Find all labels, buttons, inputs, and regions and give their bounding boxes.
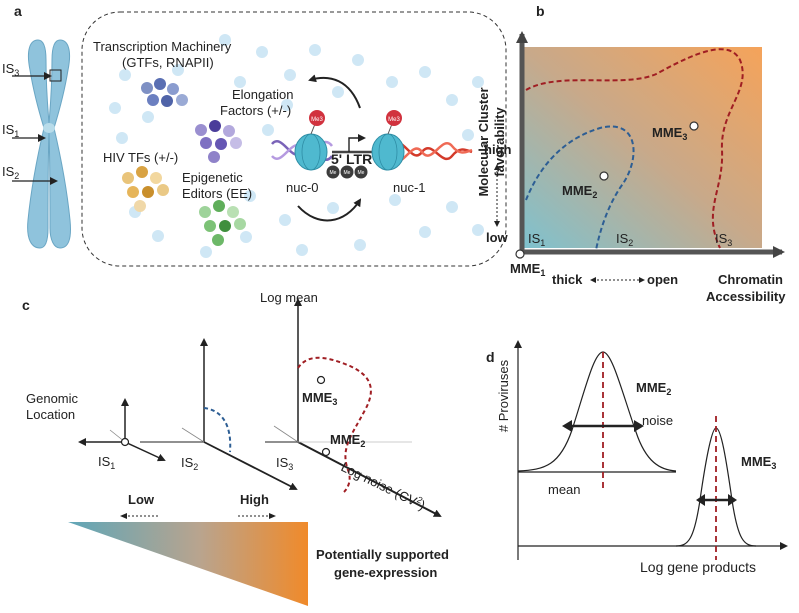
b-thick-label: thick bbox=[552, 272, 583, 287]
c-blue-boundary bbox=[203, 407, 232, 453]
c-mme3-label: MME3 bbox=[302, 390, 337, 407]
mme2-point bbox=[599, 171, 609, 181]
nuc1-label: nuc-1 bbox=[393, 180, 426, 195]
elongation-factors-cluster bbox=[195, 120, 242, 163]
nuc0-nucleosome bbox=[294, 133, 328, 171]
recruit-arrow-top bbox=[308, 74, 361, 109]
tss-arrow bbox=[348, 134, 366, 152]
epigenetic-editors-label-1: Epigenetic bbox=[182, 170, 243, 185]
panel-b: b MME2 MME3 MME1 IS1 IS2 IS3 Molecular C… bbox=[476, 3, 786, 304]
d-mean-label: mean bbox=[548, 482, 581, 497]
b-x-label-1: Chromatin bbox=[718, 272, 783, 287]
transcription-machinery-cluster bbox=[141, 78, 188, 107]
mme3-point bbox=[689, 121, 699, 131]
me-marks: Me Me Me bbox=[326, 165, 368, 179]
transcription-machinery-label: Transcription Machinery bbox=[93, 39, 232, 54]
mme1-point bbox=[515, 249, 525, 259]
d-x-label: Log gene products bbox=[640, 559, 756, 575]
c-red-boundary bbox=[297, 356, 372, 493]
panel-c: c Genomic Location IS1 IS2 MME3 MME2 IS3… bbox=[22, 290, 449, 606]
panel-c-letter: c bbox=[22, 297, 30, 313]
c-mme2-point bbox=[321, 447, 331, 457]
elongation-factors-label-1: Elongation bbox=[232, 87, 293, 102]
panel-d-letter: d bbox=[486, 349, 495, 365]
c-is3-label: IS3 bbox=[276, 455, 293, 472]
landscape-gradient bbox=[522, 47, 762, 248]
nucleus-region bbox=[81, 11, 507, 267]
d-mme3-label: MME3 bbox=[741, 454, 776, 471]
ltr-label: 5' LTR bbox=[331, 151, 372, 167]
transcription-machinery-sub-label: (GTFs, RNAPII) bbox=[122, 55, 214, 70]
svg-text:Me: Me bbox=[344, 170, 351, 176]
red-boundary bbox=[525, 48, 744, 249]
c-is1-noise-axis bbox=[124, 441, 166, 462]
panel-b-letter: b bbox=[536, 3, 545, 19]
expression-triangle bbox=[68, 522, 308, 606]
nuc0-label: nuc-0 bbox=[286, 180, 319, 195]
chromo-is1-label: IS1 bbox=[2, 122, 19, 139]
svg-text:Me: Me bbox=[330, 170, 337, 176]
c-high-label: High bbox=[240, 492, 269, 507]
hiv-tfs-label: HIV TFs (+/-) bbox=[103, 150, 178, 165]
b-open-label: open bbox=[647, 272, 678, 287]
c-genomic-label-2: Location bbox=[26, 407, 75, 422]
c-is2-noise-axis bbox=[203, 441, 298, 490]
svg-text:Me: Me bbox=[358, 170, 365, 176]
b-mme1-label: MME1 bbox=[510, 261, 545, 278]
b-high-label: high bbox=[484, 142, 511, 157]
b-is1-label: IS1 bbox=[528, 231, 545, 248]
c-genomic-label-1: Genomic bbox=[26, 391, 79, 406]
elongation-factors-label-2: Factors (+/-) bbox=[220, 103, 291, 118]
me3-label-nuc1: Me3 bbox=[388, 117, 400, 123]
chromosome-icon bbox=[27, 39, 71, 249]
panel-a-letter: a bbox=[14, 3, 22, 19]
recruit-arrow-bottom bbox=[297, 198, 362, 222]
epigenetic-editors-cluster bbox=[199, 200, 246, 246]
chromo-is3-label: IS3 bbox=[2, 61, 19, 78]
c-is1-label: IS1 bbox=[98, 454, 115, 471]
panel-d: d MME2 MME3 noise mean # Proviruses Log … bbox=[486, 340, 788, 575]
d-noise-label: noise bbox=[642, 413, 673, 428]
c-log-noise-label: Log noise (CV2) bbox=[339, 458, 428, 513]
c-supported-label-2: gene-expression bbox=[334, 565, 437, 580]
d-y-label: # Proviruses bbox=[496, 359, 511, 432]
b-low-label: low bbox=[486, 230, 509, 245]
c-log-mean-label: Log mean bbox=[260, 290, 318, 305]
c-is1-point bbox=[120, 437, 130, 447]
b-is3-label: IS3 bbox=[715, 231, 732, 248]
b-y-label-2: favorability bbox=[492, 107, 507, 177]
c-mme2-label: MME2 bbox=[330, 432, 365, 449]
hiv-tfs-cluster bbox=[122, 166, 169, 212]
me3-mark-nuc0 bbox=[309, 110, 325, 126]
c-is2-label: IS2 bbox=[181, 455, 198, 472]
b-mme2-label: MME2 bbox=[562, 183, 597, 200]
b-y-label-1: Molecular Cluster bbox=[476, 87, 491, 196]
c-is3-noise-axis bbox=[297, 441, 442, 517]
background-molecules bbox=[109, 34, 484, 258]
c-mme3-point bbox=[316, 375, 326, 385]
d-mme2-label: MME2 bbox=[636, 380, 671, 397]
nuc1-nucleosome bbox=[371, 133, 405, 171]
epigenetic-editors-label-2: Editors (EE) bbox=[182, 186, 252, 201]
b-x-label-2: Accessibility bbox=[706, 289, 786, 304]
c-supported-label-1: Potentially supported bbox=[316, 547, 449, 562]
me3-mark-nuc1 bbox=[386, 110, 402, 126]
me3-label-nuc0: Me3 bbox=[311, 117, 323, 123]
b-is2-label: IS2 bbox=[616, 231, 633, 248]
c-low-label: Low bbox=[128, 492, 155, 507]
d-mme2-curve bbox=[517, 351, 677, 472]
b-mme3-label: MME3 bbox=[652, 125, 687, 142]
panel-a: a IS3 IS1 IS2 bbox=[2, 3, 507, 267]
chromo-is2-label: IS2 bbox=[2, 164, 19, 181]
